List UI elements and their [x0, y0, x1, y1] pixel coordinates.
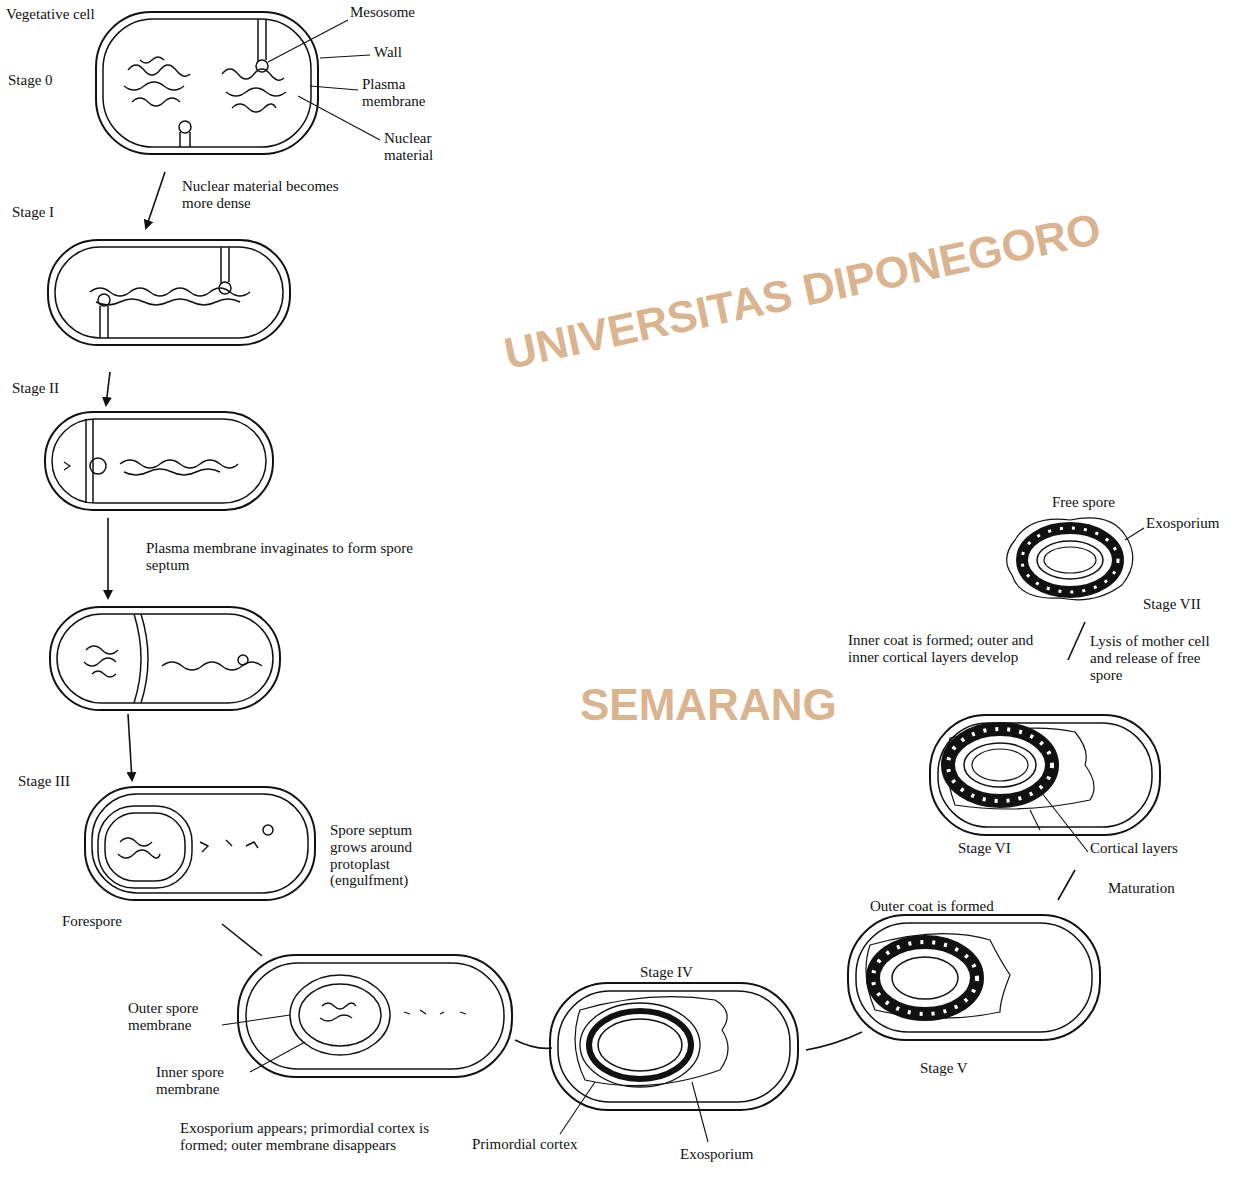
step-note: Plasma membrane invaginates to form spor… [146, 540, 426, 574]
part-label: Free spore [1052, 494, 1115, 511]
stage-label: Stage VI [958, 840, 1011, 857]
stage-label: Stage III [18, 773, 70, 790]
cell-stage-2 [45, 412, 273, 510]
cell-stage-5 [848, 915, 1100, 1040]
stage-label: Stage IV [640, 964, 693, 981]
part-label: Nuclear material [384, 130, 459, 164]
part-label: Mesosome [350, 4, 415, 21]
stage-label: Stage VII [1143, 596, 1201, 613]
step-note: Lysis of mother cell and release of free… [1090, 633, 1230, 683]
part-label: Exosporium [1146, 515, 1219, 532]
part-label: Vegetative cell [6, 6, 95, 23]
part-label: Forespore [62, 913, 122, 930]
step-note: Nuclear material becomes more dense [182, 178, 372, 212]
part-label: Exosporium [680, 1146, 753, 1163]
watermark: SEMARANG [580, 680, 837, 729]
cell-stage-6 [930, 715, 1160, 835]
stage-label: Stage II [12, 380, 59, 397]
cell-stage-3 [85, 787, 315, 900]
part-label: Inner spore membrane [156, 1064, 251, 1098]
vegetative-cell [96, 12, 318, 154]
stage-label: Stage V [920, 1060, 968, 1077]
part-label: Cortical layers [1090, 840, 1178, 857]
watermark: UNIVERSITAS DIPONEGORO [500, 204, 1105, 379]
progression-lines [106, 172, 1085, 1050]
cell-stage-4 [550, 983, 798, 1110]
part-label: Plasma membrane [362, 76, 457, 110]
step-note: Outer coat is formed [870, 898, 994, 915]
cell-stage-1 [48, 240, 290, 345]
step-note: Spore septum grows around protoplast (en… [330, 822, 450, 889]
part-label: Wall [374, 44, 402, 61]
step-note: Maturation [1108, 880, 1175, 897]
part-label: Outer spore membrane [128, 1000, 228, 1034]
step-note: Exosporium appears; primordial cortex is… [180, 1120, 480, 1154]
leader-lines [222, 20, 1144, 1142]
cell-septum [50, 607, 280, 710]
step-note: Inner coat is formed; outer and inner co… [848, 632, 1048, 666]
cell-forespore [238, 955, 512, 1077]
stage-label: Stage 0 [8, 72, 53, 89]
part-label: Primordial cortex [472, 1136, 577, 1153]
free-spore [1007, 518, 1133, 600]
stage-label: Stage I [12, 204, 54, 221]
